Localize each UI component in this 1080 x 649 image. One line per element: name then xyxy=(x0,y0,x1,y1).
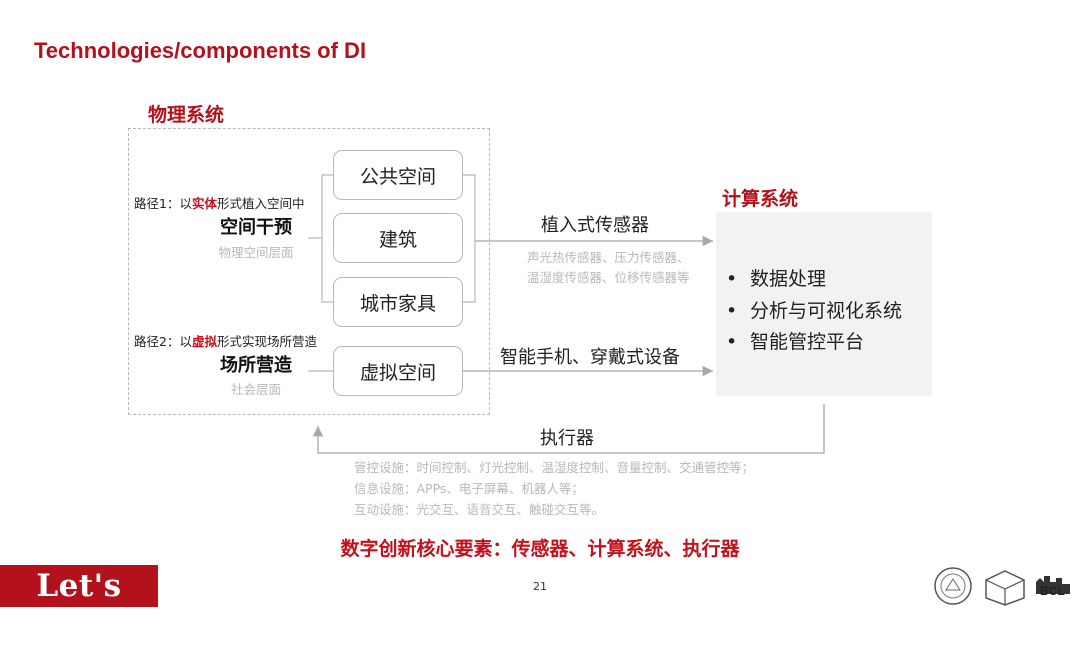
route1-prefix: 路径1：以 xyxy=(134,196,192,211)
sensor-note-2: 温湿度传感器、位移传感器等 xyxy=(527,270,690,285)
connector-lines xyxy=(308,174,825,454)
node-public-space: 公共空间 xyxy=(333,150,463,200)
route1-suffix: 形式植入空间中 xyxy=(216,196,305,211)
actuator-note-2: 信息设施：APPs、电子屏幕、机器人等； xyxy=(354,481,584,496)
bullet: • xyxy=(726,300,738,322)
lets-talk-logo: Let's TalK xyxy=(0,565,158,646)
compute-item-analysis: • 分析与可视化系统 xyxy=(726,296,902,323)
route1-subtitle: 物理空间层面 xyxy=(218,245,294,260)
compute-item-label: 智能管控平台 xyxy=(750,331,865,353)
actuator-label: 执行器 xyxy=(540,428,594,449)
route1-text: 路径1：以实体形式植入空间中 xyxy=(134,193,304,212)
sensor-note-1: 声光热传感器、压力传感器、 xyxy=(527,250,690,265)
devices-label: 智能手机、穿戴式设备 xyxy=(500,347,680,368)
compute-system-box xyxy=(716,212,932,396)
nodes-right-bracket xyxy=(463,174,476,303)
route1-title: 空间干预 xyxy=(220,217,292,238)
bullet: • xyxy=(726,268,738,290)
route2-title: 场所营造 xyxy=(220,355,292,376)
node-urban-furniture: 城市家具 xyxy=(333,277,463,327)
bullet: • xyxy=(726,331,738,353)
compute-item-label: 数据处理 xyxy=(750,268,827,290)
slide-title: Technologies/components of DI xyxy=(34,38,367,63)
conclusion-text: 数字创新核心要素：传感器、计算系统、执行器 xyxy=(340,538,740,560)
physical-system-label: 物理系统 xyxy=(148,104,225,126)
actuator-note-1: 管控设施：时间控制、灯光控制、温湿度控制、音量控制、交通管控等； xyxy=(354,460,755,475)
route2-subtitle: 社会层面 xyxy=(230,382,281,397)
route2-text: 路径2：以虚拟形式实现场所营造 xyxy=(134,331,317,350)
cube-logo-icon xyxy=(985,570,1025,606)
actuator-arrow xyxy=(312,404,825,454)
bcl-skyline-icon xyxy=(1036,576,1070,594)
sensor-label: 植入式传感器 xyxy=(541,215,649,236)
route1-highlight: 实体 xyxy=(191,196,217,211)
compute-system-label: 计算系统 xyxy=(722,188,799,210)
node-virtual-space: 虚拟空间 xyxy=(333,346,463,396)
node-building: 建筑 xyxy=(333,213,463,263)
route2-suffix: 形式实现场所营造 xyxy=(216,334,317,349)
route2-highlight: 虚拟 xyxy=(191,334,217,349)
compute-item-platform: • 智能管控平台 xyxy=(726,327,864,354)
compute-item-data-processing: • 数据处理 xyxy=(726,264,826,291)
physical-system-box xyxy=(128,128,490,415)
compute-item-label: 分析与可视化系统 xyxy=(750,300,903,322)
bcl-text: BCL xyxy=(1040,584,1065,598)
route2-prefix: 路径2：以 xyxy=(134,334,192,349)
page-number: 21 xyxy=(533,580,547,593)
actuator-note-3: 互动设施：光交互、语音交互、触碰交互等。 xyxy=(354,502,605,517)
university-seal-icon xyxy=(934,567,972,605)
